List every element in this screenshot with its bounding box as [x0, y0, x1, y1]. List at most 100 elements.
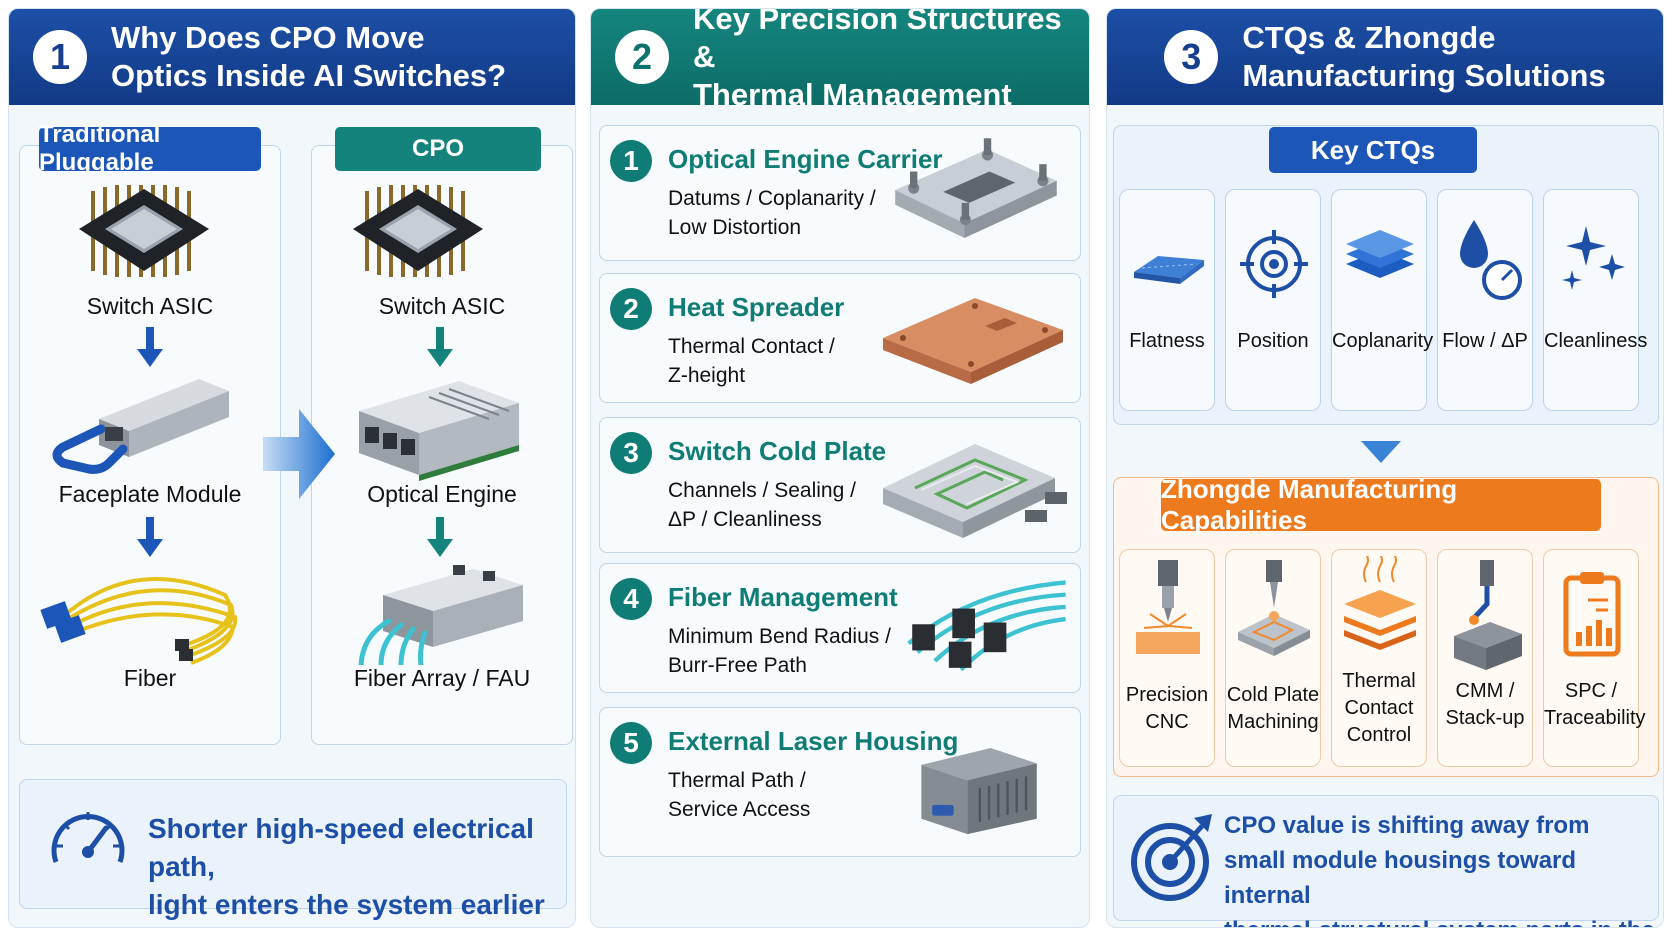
- arrow-down-icon: [427, 517, 453, 557]
- panel1-header: 1 Why Does CPO Move Optics Inside AI Swi…: [9, 9, 575, 105]
- card-desc: Datums / Coplanarity /Low Distortion: [668, 184, 876, 242]
- mfg-label-line3: Control: [1346, 724, 1412, 746]
- panel1-number: 1: [33, 30, 87, 84]
- arrow-down-icon: [427, 327, 453, 367]
- ctq-label: Coplanarity: [1332, 330, 1434, 352]
- clipboard-chart-icon: [1563, 572, 1621, 657]
- thermal-layers-icon: [1344, 556, 1416, 650]
- card-desc-line2: Burr-Free Path: [668, 654, 807, 677]
- card-number: 5: [610, 722, 652, 764]
- panel3-note-text: CPO value is shifting away from small mo…: [1224, 808, 1658, 927]
- card-title: Heat Spreader: [668, 292, 845, 322]
- panel3-title: CTQs & Zhongde Manufacturing Solutions: [1242, 19, 1605, 95]
- card-desc-line2: Low Distortion: [668, 216, 802, 239]
- ctq-flow-dp: Flow / ΔP: [1437, 189, 1533, 411]
- card-number: 4: [610, 578, 652, 620]
- card-desc-line1: Channels / Sealing /: [668, 479, 856, 502]
- panel2-title-line1: Key Precision Structures &: [693, 8, 1062, 74]
- mfg-spc-traceability: SPC /Traceability: [1543, 549, 1646, 767]
- traditional-tag: Traditional Pluggable: [39, 121, 261, 176]
- card-desc: Thermal Path / Service Access: [668, 766, 810, 824]
- ctq-label: Cleanliness: [1544, 330, 1648, 352]
- card-desc-line2: ΔP / Cleanliness: [668, 508, 822, 531]
- copper-plate-icon: [883, 298, 1063, 384]
- trad-item-asic: Switch ASIC: [86, 293, 214, 319]
- panel-ctqs-manufacturing: 3 CTQs & Zhongde Manufacturing Solutions…: [1106, 8, 1664, 928]
- machining-icon: [1238, 560, 1310, 656]
- card-heat-spreader: 2 Heat Spreader Thermal Contact / Z-heigh…: [599, 273, 1081, 403]
- cpo-item-asic: Switch ASIC: [378, 293, 506, 319]
- card-desc-line1: Thermal Path /: [668, 769, 806, 792]
- card-fiber-management: 4 Fiber Management Minimum Bend Radius /…: [599, 563, 1081, 693]
- chip-icon: [79, 185, 209, 277]
- card-title: External Laser Housing: [668, 726, 959, 756]
- mfg-label-line2: CNC: [1145, 711, 1189, 733]
- card-desc-line2: Z-height: [668, 364, 746, 387]
- card-desc-line1: Thermal Contact /: [668, 335, 835, 358]
- layers-icon: [1346, 230, 1414, 278]
- arrow-down-icon: [137, 327, 163, 367]
- optical-engine-icon: [359, 381, 519, 481]
- fiber-array-icon: [358, 565, 523, 665]
- mfg-label: CMM / Stack-up: [1438, 678, 1532, 732]
- cmm-probe-icon: [1454, 560, 1522, 670]
- panel3-note-line1: CPO value is shifting away from: [1224, 812, 1590, 839]
- fiber-routing-icon: [907, 580, 1066, 672]
- ctq-label: Position: [1237, 330, 1309, 352]
- panel3-number: 3: [1164, 30, 1219, 84]
- panel2-title: Key Precision Structures & Thermal Manag…: [693, 8, 1089, 114]
- cpo-item-engine: Optical Engine: [367, 481, 517, 507]
- mfg-label-line1: Precision: [1125, 684, 1209, 706]
- sparkle-icon: [1562, 226, 1625, 290]
- ctq-tag: Key CTQs: [1269, 127, 1477, 173]
- trad-item-fiber: Fiber: [123, 665, 177, 691]
- mfg-label-line2: Contact: [1344, 697, 1414, 719]
- card-number: 2: [610, 288, 652, 330]
- mfg-label-line1: CMM /: [1455, 680, 1515, 702]
- arrow-down-icon: [1361, 441, 1401, 463]
- mfg-label-line2: Traceability: [1544, 707, 1646, 729]
- card-desc: Minimum Bend Radius / Burr-Free Path: [668, 622, 891, 680]
- chip-icon: [353, 185, 483, 277]
- ctq-cleanliness: Cleanliness: [1543, 189, 1648, 411]
- panel3-title-line1: CTQs & Zhongde: [1242, 20, 1496, 55]
- arrow-down-icon: [137, 517, 163, 557]
- panel2-title-line2: Thermal Management: [693, 77, 1012, 112]
- card-external-laser-housing: 5 External Laser Housing Thermal Path / S…: [599, 707, 1081, 857]
- ctq-flatness: Flatness: [1119, 189, 1215, 411]
- ctq-label: Flatness: [1129, 330, 1205, 352]
- ctq-coplanarity: Coplanarity: [1331, 189, 1434, 411]
- panel3-header: 3 CTQs & Zhongde Manufacturing Solutions: [1107, 9, 1663, 105]
- trad-item-faceplate: Faceplate Module: [58, 481, 242, 507]
- cold-plate-icon: [883, 444, 1067, 538]
- manufacturing-tag: Zhongde Manufacturing Capabilities: [1161, 474, 1601, 535]
- mfg-label-line1: Cold Plate: [1226, 684, 1320, 706]
- panel1-title-line1: Why Does CPO Move: [111, 20, 425, 55]
- fiber-cable-icon: [40, 577, 238, 665]
- panel2-number: 2: [615, 30, 669, 84]
- laser-housing-icon: [921, 748, 1037, 835]
- carrier-frame-icon: [895, 138, 1057, 238]
- card-number: 1: [610, 140, 652, 182]
- card-desc: Thermal Contact / Z-height: [668, 332, 835, 390]
- panel1-note-text: Shorter high-speed electrical path, ligh…: [148, 810, 566, 924]
- cpo-tag: CPO: [335, 127, 541, 171]
- cnc-spindle-icon: [1136, 560, 1200, 654]
- card-desc-line1: Minimum Bend Radius /: [668, 625, 891, 648]
- card-desc-line2: Service Access: [668, 798, 811, 821]
- panel2-header: 2 Key Precision Structures & Thermal Man…: [591, 9, 1089, 112]
- ctq-label: Flow / ΔP: [1442, 330, 1528, 352]
- card-title: Optical Engine Carrier: [668, 144, 943, 174]
- mfg-label-line1: Thermal: [1342, 670, 1416, 692]
- mfg-cmm-stack-up: CMM / Stack-up: [1437, 549, 1533, 767]
- ctq-position: Position: [1225, 189, 1321, 411]
- panel-precision-structures: 2 Key Precision Structures & Thermal Man…: [590, 8, 1090, 928]
- card-title: Fiber Management: [668, 582, 898, 612]
- card-switch-cold-plate: 3 Switch Cold Plate Channels / Sealing /…: [599, 417, 1081, 553]
- mfg-label-line2: Stack-up: [1445, 707, 1525, 729]
